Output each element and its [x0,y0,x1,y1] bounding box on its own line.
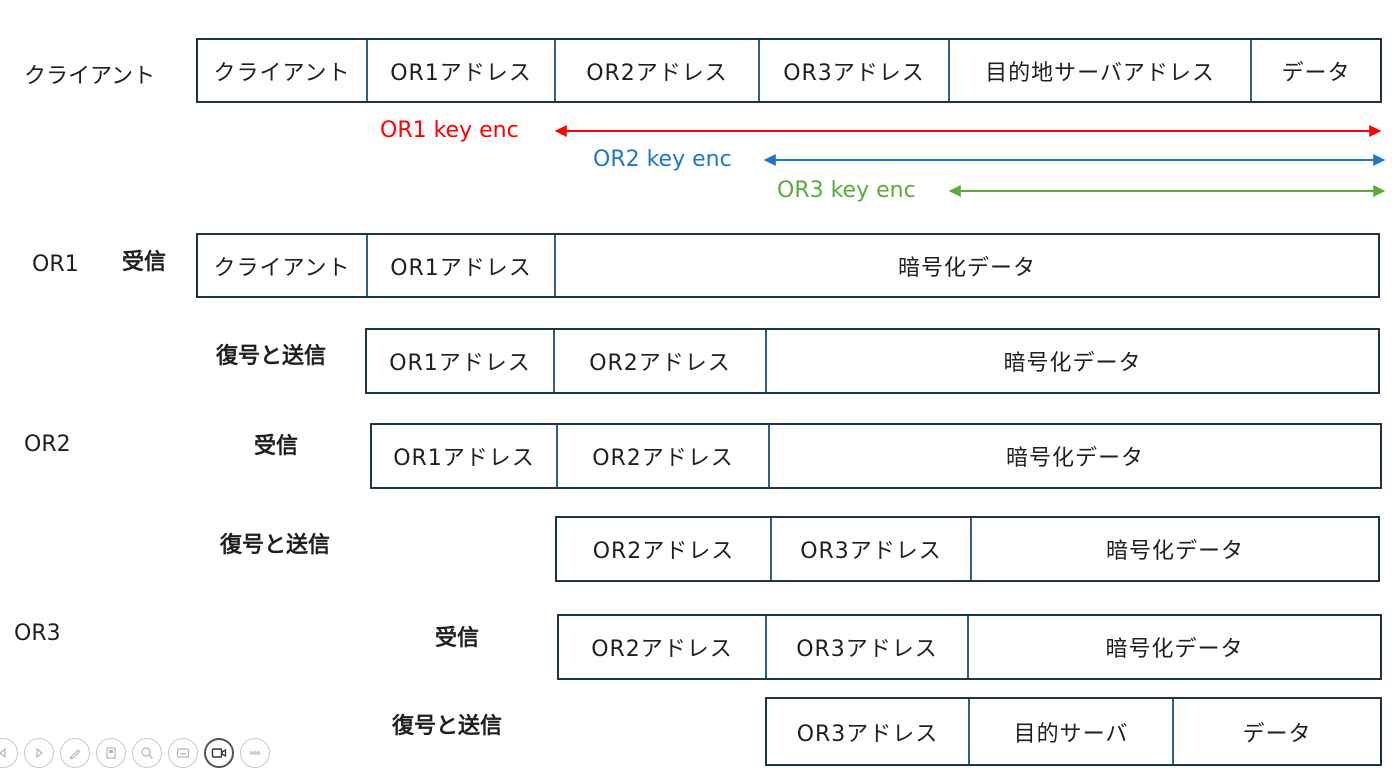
camera-icon[interactable] [204,738,234,768]
or1-label: OR1 [32,252,79,277]
or1-decrypt-send-label: 復号と送信 [216,344,327,369]
packet-cell: 暗号化データ [897,255,1036,281]
packet-cell: データ [1281,60,1351,86]
packet-cell: OR2アドレス [555,330,767,392]
packet-cell: OR3アドレス [760,40,950,101]
packet-cell: OR3アドレス [767,616,969,678]
or1-receive-packet: クライアント OR1アドレス 暗号化データ [196,233,1380,298]
packet-cell: 暗号化データ [1003,351,1142,376]
packet-cell: 目的サーバ [970,699,1174,764]
packet-cell: データ [1242,721,1312,747]
or2-label: OR2 [24,432,71,457]
packet-cell: クライアント [198,40,368,101]
packet-cell: OR1アドレス [372,425,558,487]
packet-cell: OR3アドレス [772,518,972,580]
or3-send-packet: OR3アドレス 目的サーバ データ [765,697,1382,766]
packet-cell: OR3アドレス [767,699,970,764]
encryption-arrows [554,125,1386,197]
pen-icon[interactable] [60,738,90,768]
packet-cell: 暗号化データ [1005,446,1144,471]
packet-cell: OR1アドレス [368,235,556,296]
or2-send-packet: OR2アドレス OR3アドレス 暗号化データ [555,516,1380,582]
packet-cell: 目的地サーバアドレス [950,40,1252,101]
slides-icon[interactable] [96,738,126,768]
prev-icon[interactable] [0,738,18,768]
packet-cell: 暗号化データ [1105,539,1244,564]
or2-receive-label: 受信 [254,434,299,459]
or1-send-packet: OR1アドレス OR2アドレス 暗号化データ [365,328,1380,394]
packet-cell: OR1アドレス [367,330,555,392]
client-packet: クライアント OR1アドレス OR2アドレス OR3アドレス 目的地サーバアドレ… [196,38,1382,103]
or3-receive-label: 受信 [435,626,480,651]
or3-label: OR3 [14,621,61,646]
packet-cell: 暗号化データ [1105,637,1244,662]
or3-receive-packet: OR2アドレス OR3アドレス 暗号化データ [557,614,1382,680]
presentation-toolbar [0,738,270,768]
or2-key-enc-label: OR2 key enc [593,147,732,172]
zoom-icon[interactable] [132,738,162,768]
or1-key-enc-label: OR1 key enc [380,118,519,143]
packet-cell: OR1アドレス [368,40,556,101]
or2-decrypt-send-label: 復号と送信 [220,533,331,558]
packet-cell: OR2アドレス [557,518,772,580]
or3-key-enc-label: OR3 key enc [777,178,916,203]
subtitle-icon[interactable] [168,738,198,768]
or3-decrypt-send-label: 復号と送信 [392,714,503,739]
packet-cell: OR2アドレス [559,616,767,678]
more-icon[interactable] [240,738,270,768]
packet-cell: OR2アドレス [556,40,760,101]
or2-receive-packet: OR1アドレス OR2アドレス 暗号化データ [370,423,1382,489]
next-icon[interactable] [24,738,54,768]
client-label: クライアント [24,64,156,89]
packet-cell: クライアント [198,235,368,296]
or1-receive-label: 受信 [122,250,167,275]
packet-cell: OR2アドレス [558,425,770,487]
